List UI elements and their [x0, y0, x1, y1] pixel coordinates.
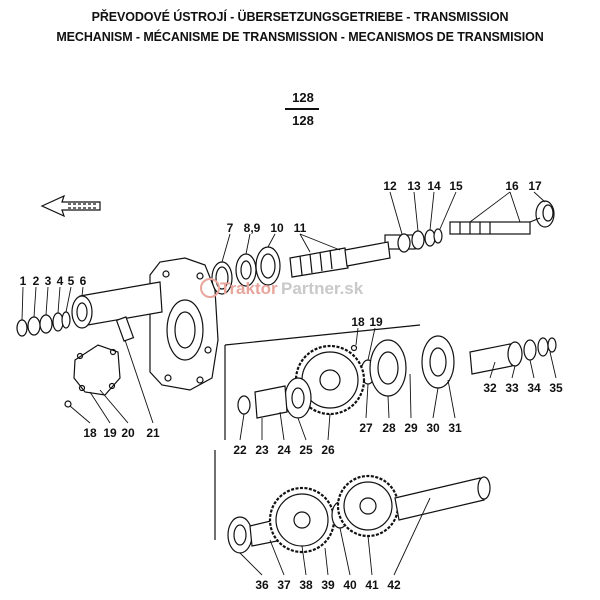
upper-shaft	[384, 200, 555, 253]
cover-plate	[64, 316, 135, 408]
callout-label: 18	[351, 315, 365, 329]
watermark-part1: Traktor	[220, 279, 278, 298]
callout-label: 18	[83, 426, 97, 440]
title-line-2: MECHANISM - MÉCANISME DE TRANSMISSION - …	[56, 30, 544, 44]
callout-label: 28	[382, 421, 396, 435]
callout-label: 12	[383, 179, 397, 193]
callout-label: 20	[121, 426, 135, 440]
callout-label: 19	[369, 315, 383, 329]
callout-label: 36	[255, 578, 269, 592]
callout-label: 14	[427, 179, 441, 193]
callout-label: 17	[528, 179, 542, 193]
callout-label: 10	[270, 221, 284, 235]
callout-label: 24	[277, 443, 291, 457]
callout-label: 15	[449, 179, 463, 193]
callout-label: 34	[527, 381, 541, 395]
bottom-gears	[227, 474, 491, 554]
callout-label: 42	[387, 578, 401, 592]
callout-label: 21	[146, 426, 160, 440]
callout-label: 26	[321, 443, 335, 457]
callout-label: 8,9	[244, 221, 261, 235]
watermark-part2: Partner.sk	[281, 279, 364, 298]
callout-label: 1	[20, 274, 27, 288]
callout-label: 16	[505, 179, 519, 193]
gear-watermark-icon	[200, 278, 220, 298]
callout-label: 33	[505, 381, 519, 395]
bracket-lines	[214, 324, 421, 540]
callout-label: 29	[404, 421, 418, 435]
callout-label: 39	[321, 578, 335, 592]
callout-label: 13	[407, 179, 421, 193]
callout-label: 5	[68, 274, 75, 288]
title-line-1: PŘEVODOVÉ ÚSTROJÍ - ÜBERSETZUNGSGETRIEBE…	[91, 10, 509, 24]
callout-label: 22	[233, 443, 247, 457]
callout-label: 4	[57, 274, 64, 288]
callout-label: 23	[255, 443, 269, 457]
callout-label: 30	[426, 421, 440, 435]
callout-label: 6	[80, 274, 87, 288]
callout-label: 41	[365, 578, 379, 592]
callout-label: 19	[103, 426, 117, 440]
page-number-bottom: 128	[292, 113, 314, 128]
callout-label: 35	[549, 381, 563, 395]
middle-shaft	[211, 241, 391, 295]
watermark: Traktor Partner.sk	[200, 278, 364, 298]
callout-label: 25	[299, 443, 313, 457]
callout-label: 37	[277, 578, 291, 592]
callout-label: 7	[227, 221, 234, 235]
callout-labels: 1 2 3 4 5 6 7 8,9 10 11 12 13 14 15 16 1…	[20, 179, 563, 592]
page-number-top: 128	[292, 90, 314, 105]
center-gears	[237, 344, 366, 419]
leader-lines	[21, 191, 557, 576]
callout-label: 27	[359, 421, 373, 435]
callout-label: 32	[483, 381, 497, 395]
callout-label: 38	[299, 578, 313, 592]
callout-label: 3	[45, 274, 52, 288]
direction-arrow-icon	[40, 194, 101, 218]
callout-label: 31	[448, 421, 462, 435]
seal-rings	[16, 311, 71, 337]
page-fraction-line	[285, 108, 319, 110]
callout-label: 11	[294, 221, 307, 235]
callout-label: 40	[343, 578, 357, 592]
callout-label: 2	[33, 274, 40, 288]
